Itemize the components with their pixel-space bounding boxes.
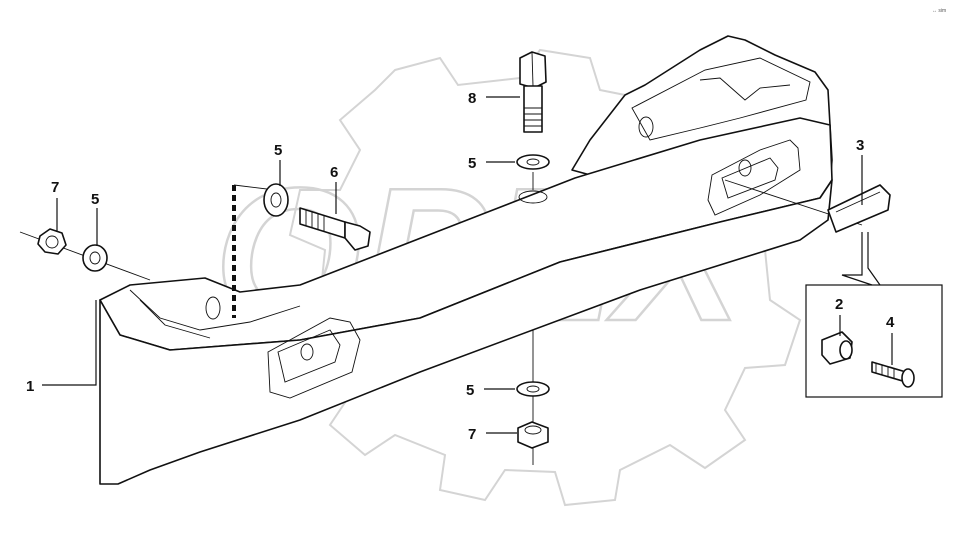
callout-3: 3 [856, 137, 864, 154]
bracket-hole [638, 116, 654, 138]
callout-5-bottom: 5 [466, 382, 474, 399]
bolt-6 [299, 207, 371, 251]
right-plate [721, 157, 779, 199]
left-plate-hole [300, 343, 314, 361]
callout-5-left: 5 [91, 191, 99, 208]
callout-1: 1 [26, 378, 34, 395]
callout-2: 2 [835, 296, 843, 313]
beam-inner-curve [129, 289, 301, 331]
right-hardware [724, 179, 943, 398]
detail-box [805, 284, 943, 398]
leader-lines [42, 96, 893, 434]
right-plate-hole [738, 159, 752, 177]
washer-top-center [516, 154, 550, 170]
detail-leader [841, 232, 873, 286]
callout-7-left: 7 [51, 179, 59, 196]
right-recess-pad [707, 139, 801, 216]
callout-8: 8 [468, 90, 476, 107]
left-hardware [19, 228, 151, 281]
detail-leader-2 [867, 232, 881, 286]
center-hardware [516, 51, 550, 465]
left-plate [277, 329, 341, 383]
washer-left [82, 244, 108, 272]
bracket-inner-frame [631, 57, 811, 141]
nut-bottom [517, 421, 549, 449]
callout-7-bottom: 7 [468, 426, 476, 443]
bumper-beam [99, 35, 833, 485]
beam-left-hole [205, 296, 221, 320]
spacer-2 [821, 331, 853, 365]
plate-3 [827, 184, 891, 233]
corner-mark: ↔ sim [932, 8, 946, 14]
beam-center-hole [518, 190, 548, 204]
callout-5-top-left: 5 [274, 142, 282, 159]
washer-bottom-center [516, 381, 550, 397]
bolt-8 [519, 51, 547, 133]
left-recess-pad [267, 317, 361, 399]
callout-4: 4 [886, 314, 895, 331]
washer-top-left [263, 183, 289, 217]
callout-labels: 1 2 3 4 5 5 5 5 6 7 7 8 [26, 90, 895, 443]
beam-front-face [99, 179, 833, 485]
bracket-inner-frame-2 [699, 77, 791, 101]
nut-left [37, 228, 67, 255]
top-left-hardware [263, 183, 371, 251]
callout-6: 6 [330, 164, 338, 181]
callout-5-top: 5 [468, 155, 476, 172]
screw-4 [871, 361, 915, 388]
beam-inner-curve-2 [139, 299, 211, 339]
